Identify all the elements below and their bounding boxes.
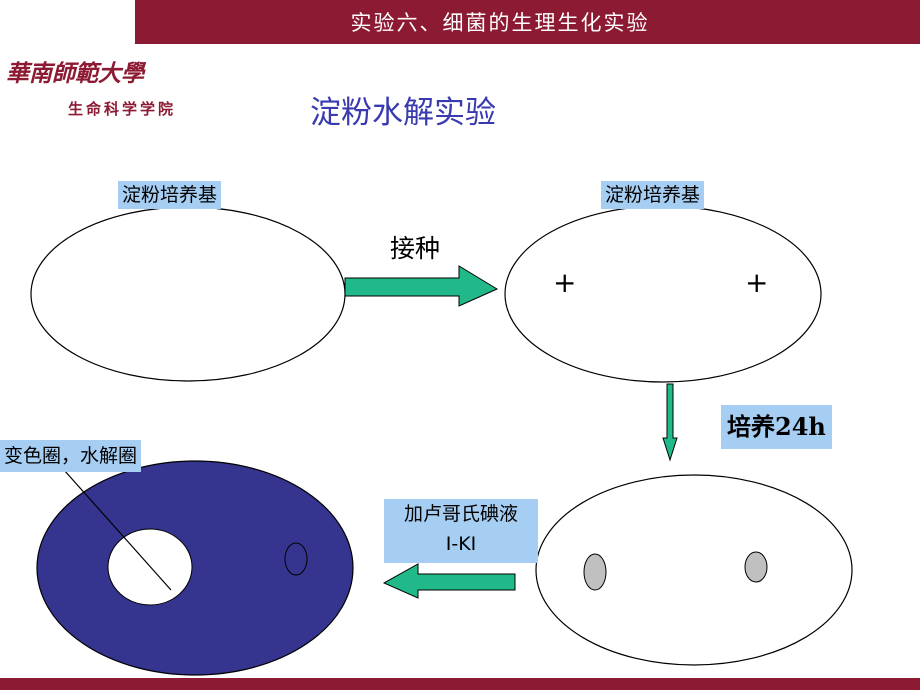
reagent-line-1: 加卢哥氏碘液 <box>403 503 518 525</box>
incubate-arrow <box>662 383 678 462</box>
plate-uninoculated <box>30 206 346 382</box>
colony-outline <box>284 542 308 576</box>
label-medium-right: 淀粉培养基 <box>601 181 705 209</box>
plus-mark-2: + <box>745 266 769 299</box>
reagent-line-2: I-KI <box>445 533 477 555</box>
plate-incubated <box>535 474 853 666</box>
footer-bar <box>0 678 920 690</box>
label-reagent: 加卢哥氏碘液 I-KI <box>384 499 538 563</box>
logo-tab <box>0 0 135 62</box>
header-title: 实验六、细菌的生理生化实验 <box>350 11 650 35</box>
colony-left <box>583 553 607 591</box>
university-logo-text: 華南師範大學 <box>6 60 144 87</box>
reagent-arrow <box>382 563 516 599</box>
plus-mark-1: + <box>553 266 577 299</box>
slide-title: 淀粉水解实验 <box>310 95 496 131</box>
label-incubate: 培养24h <box>721 405 832 449</box>
header-bar: 实验六、细菌的生理生化实验 <box>0 0 920 44</box>
halo-pointer-line <box>63 469 172 591</box>
inoculate-arrow <box>344 265 499 307</box>
label-inoculate: 接种 <box>390 234 441 263</box>
college-name: 生命科学学院 <box>68 100 177 118</box>
label-halo: 变色圈，水解圈 <box>0 440 142 472</box>
label-medium-left: 淀粉培养基 <box>118 181 222 209</box>
colony-right <box>744 551 768 583</box>
plate-stained <box>36 460 354 676</box>
